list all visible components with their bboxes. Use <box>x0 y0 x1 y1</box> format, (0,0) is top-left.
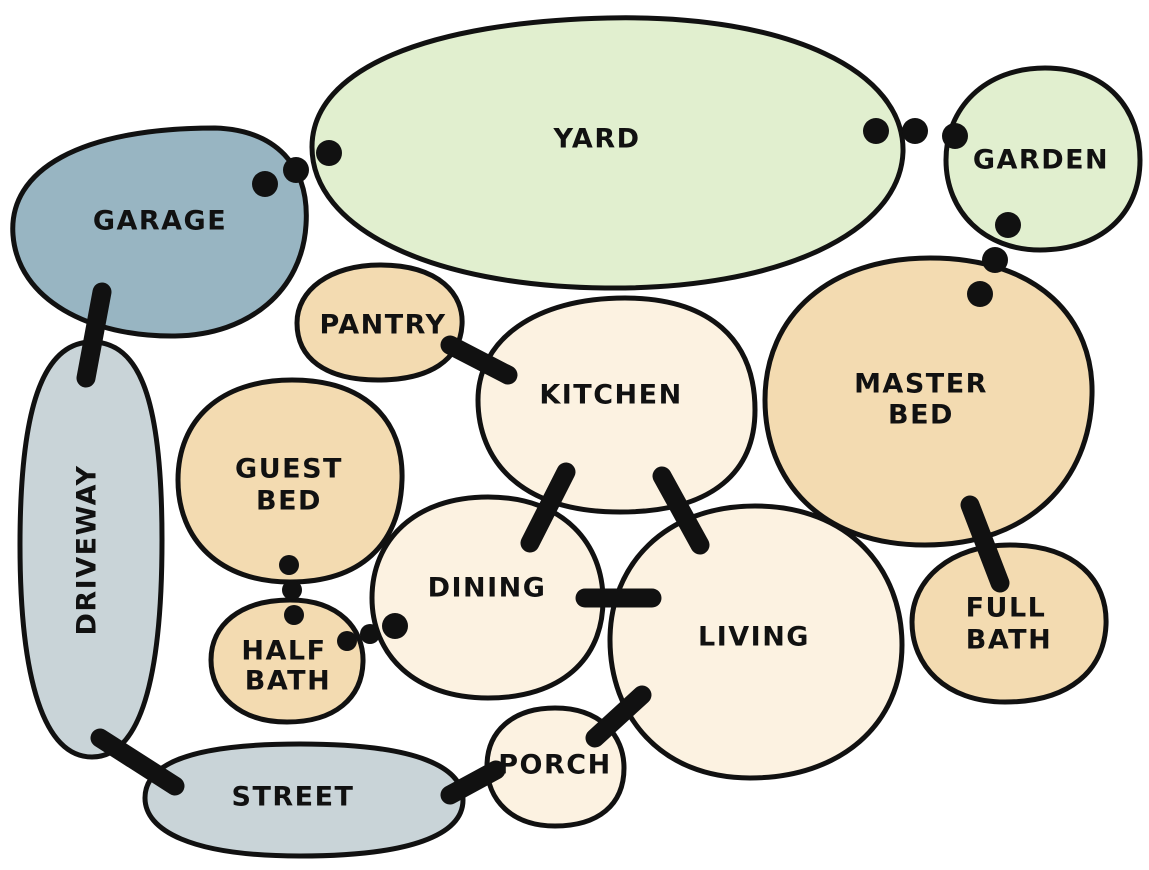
garden-bubble[interactable] <box>943 65 1143 253</box>
yard-label: YARD <box>552 124 640 155</box>
pantry-bubble[interactable] <box>294 262 465 383</box>
guest-bed-label-line2: BED <box>256 486 322 517</box>
link-driveway-street <box>90 728 185 796</box>
link-pantry-kitchen <box>440 335 518 385</box>
driveway-bubble[interactable] <box>17 339 165 760</box>
dot-halfbath-dining-2 <box>360 624 380 644</box>
master-bed-label-line2: BED <box>888 400 954 431</box>
garage-bubble[interactable] <box>10 125 309 339</box>
dot-guestbed-halfbath-1 <box>279 555 299 575</box>
dot-garage-yard-1 <box>252 171 278 197</box>
dining-bubble[interactable] <box>369 494 606 701</box>
dot-guestbed-halfbath-3 <box>284 605 304 625</box>
rooms-layer <box>10 15 1143 859</box>
street-label: STREET <box>232 782 355 813</box>
link-kitchen-living <box>652 466 710 555</box>
driveway-label: DRIVEWAY <box>72 464 103 635</box>
dot-garden-masterbed-2 <box>982 247 1008 273</box>
link-porch-living <box>585 685 652 748</box>
full-bath-bubble[interactable] <box>909 542 1109 705</box>
master-bed-bubble[interactable] <box>762 255 1095 548</box>
living-label: LIVING <box>698 622 810 653</box>
living-bubble[interactable] <box>607 503 905 781</box>
dining-label: DINING <box>428 573 547 604</box>
porch-label: PORCH <box>498 750 611 781</box>
dot-halfbath-dining-1 <box>337 631 357 651</box>
kitchen-bubble[interactable] <box>475 295 758 515</box>
dot-yard-garden-2 <box>902 118 928 144</box>
weak-links-layer <box>252 118 1021 651</box>
link-garage-driveway <box>76 282 112 388</box>
labels-layer: YARD GARDEN GARAGE DRIVEWAY STREET PANTR… <box>72 124 1109 813</box>
garden-label: GARDEN <box>973 145 1109 176</box>
link-masterbed-fullbath <box>960 495 1010 593</box>
garage-label: GARAGE <box>93 206 227 237</box>
strong-links-layer <box>76 282 1010 805</box>
dot-yard-garden-1 <box>863 118 889 144</box>
dot-garage-yard-3 <box>316 140 342 166</box>
full-bath-label-line2: BATH <box>966 625 1052 656</box>
kitchen-label: KITCHEN <box>539 380 682 411</box>
dot-garage-yard-2 <box>283 157 309 183</box>
half-bath-label-line1: HALF <box>241 636 326 667</box>
dot-guestbed-halfbath-2 <box>282 580 302 600</box>
dot-garden-masterbed-3 <box>967 281 993 307</box>
dot-yard-garden-3 <box>942 123 968 149</box>
master-bed-label-line1: MASTER <box>854 369 988 400</box>
pantry-label: PANTRY <box>319 310 446 341</box>
dot-halfbath-dining-3 <box>382 613 408 639</box>
yard-bubble[interactable] <box>309 15 906 291</box>
half-bath-bubble[interactable] <box>208 597 366 725</box>
link-kitchen-dining <box>520 462 576 553</box>
link-street-porch <box>440 760 506 805</box>
guest-bed-label-line1: GUEST <box>235 454 343 485</box>
half-bath-label-line2: BATH <box>245 666 331 697</box>
full-bath-label-line1: FULL <box>966 593 1047 624</box>
dot-garden-masterbed-1 <box>995 212 1021 238</box>
